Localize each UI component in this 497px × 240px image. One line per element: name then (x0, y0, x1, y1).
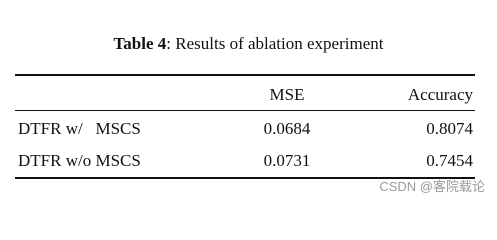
table-bottom-rule (15, 177, 475, 179)
table-caption-text: Results of ablation experiment (175, 34, 384, 53)
row-mse: 0.0731 (263, 151, 311, 170)
watermark: CSDN @客院载论 (379, 179, 485, 194)
table-caption: Table 4: Results of ablation experiment (0, 34, 497, 54)
row-method: DTFR w/ MSCS (18, 119, 141, 138)
row-accuracy: 0.7454 (426, 151, 473, 170)
table-top-rule (15, 74, 475, 76)
header-accuracy: Accuracy (407, 85, 473, 104)
table-header-rule (15, 110, 475, 111)
table-caption-separator: : (166, 34, 176, 53)
row-accuracy: 0.8074 (426, 119, 473, 138)
row-mse: 0.0684 (263, 119, 311, 138)
row-method: DTFR w/o MSCS (18, 151, 141, 170)
header-mse: MSE (269, 85, 305, 104)
table-caption-label: Table 4 (113, 34, 167, 53)
